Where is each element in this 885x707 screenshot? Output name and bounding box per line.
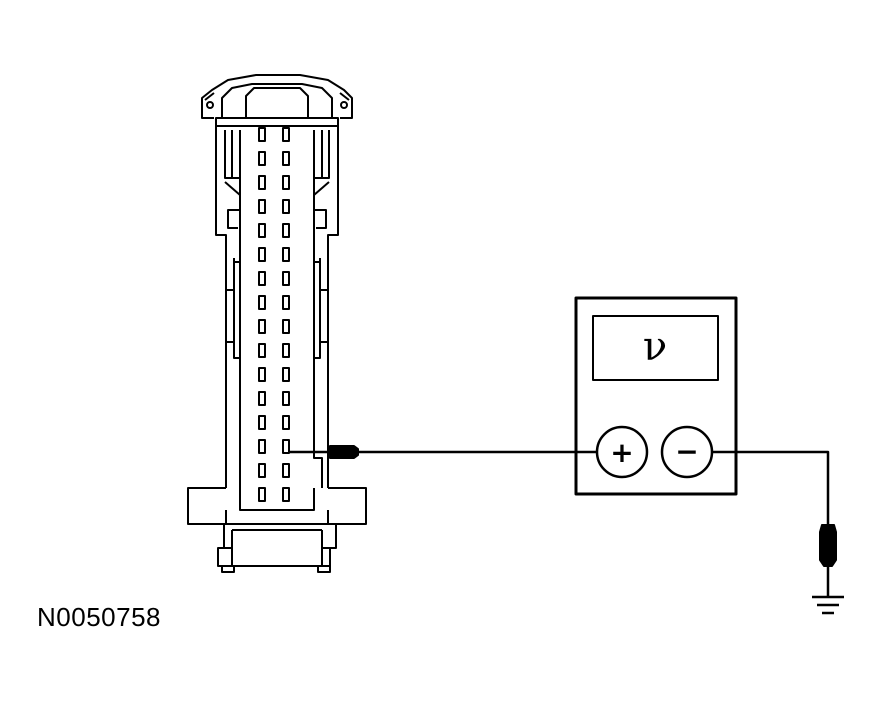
meter-case: [574, 296, 738, 496]
connector: [187, 74, 367, 573]
connector-pin-slot: [282, 175, 290, 190]
connector-pin-slot: [258, 175, 266, 190]
ground-icon: [812, 595, 844, 615]
connector-pin-slot: [258, 487, 266, 502]
meter-negative-symbol: −: [675, 435, 698, 468]
ground-probe: [819, 524, 837, 567]
connector-pin-slot: [282, 343, 290, 358]
connector-pin-slot: [282, 247, 290, 262]
connector-pin-slot: [258, 439, 266, 454]
connector-pin-slot: [282, 367, 290, 382]
connector-pin-slot: [258, 151, 266, 166]
connector-pin-slot: [258, 319, 266, 334]
figure-id-label: N0050758: [37, 602, 161, 632]
meter-positive-terminal: [595, 425, 649, 479]
connector-pin-slot: [258, 127, 266, 142]
connector-top-latch: [201, 74, 353, 119]
connector-pin-slot: [282, 463, 290, 478]
connector-latch-hole-left: [206, 101, 214, 109]
connector-flange: [187, 487, 367, 525]
connector-pin-slot: [258, 223, 266, 238]
connector-pin-slot: [282, 151, 290, 166]
connector-pin-array: [258, 127, 290, 502]
connector-latch-hole-right: [340, 101, 348, 109]
connector-pin-slot: [258, 295, 266, 310]
probe-body: [329, 445, 359, 459]
connector-pin-slot: [282, 223, 290, 238]
connector-pin-slot: [282, 295, 290, 310]
connector-pin-slot: [258, 367, 266, 382]
connector-pin-slot: [282, 415, 290, 430]
connector-body-middle: [225, 265, 329, 488]
connector-pin-slot: [282, 271, 290, 286]
connector-pin-slot: [258, 343, 266, 358]
connector-pin-slot: [282, 439, 290, 454]
connector-pin-slot: [258, 391, 266, 406]
connector-pin-slot: [258, 199, 266, 214]
connector-pin-slot: [282, 127, 290, 142]
connector-pin-slot: [282, 319, 290, 334]
connector-body-upper: [215, 126, 339, 265]
connector-pin-slot: [258, 247, 266, 262]
negative-test-lead: [712, 450, 844, 615]
meter-voltage-symbol: ν: [643, 324, 667, 370]
voltmeter: [574, 296, 738, 496]
connector-pin-slot: [282, 391, 290, 406]
meter-display: [592, 315, 719, 381]
positive-test-lead: [290, 445, 597, 459]
connector-pin-slot: [258, 415, 266, 430]
connector-pin-slot: [282, 487, 290, 502]
connector-pin-slot: [258, 463, 266, 478]
meter-positive-symbol: +: [610, 436, 633, 469]
connector-pin-slot: [282, 199, 290, 214]
connector-pin-slot: [258, 271, 266, 286]
